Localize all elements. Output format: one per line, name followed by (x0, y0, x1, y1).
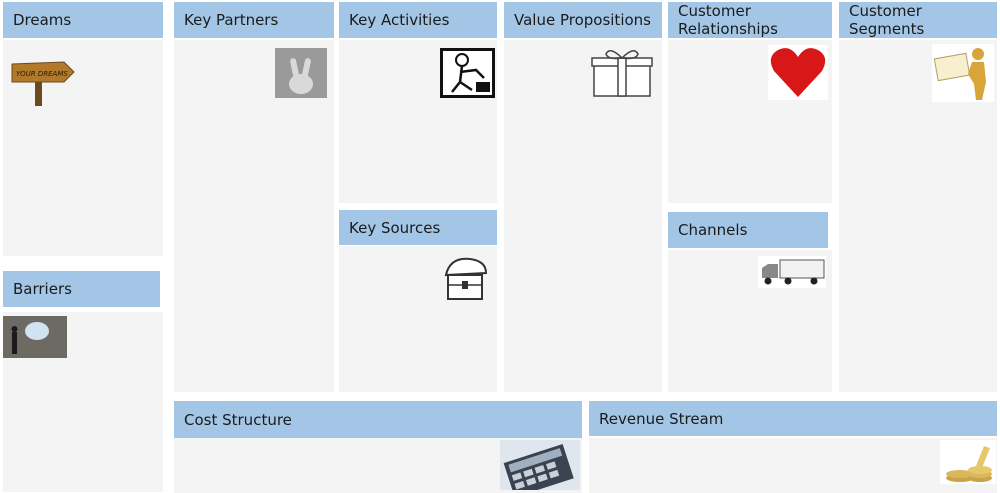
key-partners-label: Key Partners (184, 11, 279, 29)
value-propositions-label: Value Propositions (514, 11, 651, 29)
key-activities-label: Key Activities (349, 11, 450, 29)
key-activities-header: Key Activities (339, 2, 497, 38)
revenue-stream-header: Revenue Stream (589, 401, 997, 436)
signpost-text: YOUR DREAMS (16, 70, 68, 78)
cost-structure-label: Cost Structure (184, 410, 292, 429)
wall-hole-icon (3, 316, 67, 358)
signpost-icon: YOUR DREAMS (10, 54, 76, 106)
cost-structure-header: Cost Structure (174, 401, 582, 438)
customer-relationships-header: Customer Relationships (668, 2, 832, 38)
heart-icon (768, 45, 828, 100)
dreams-label: Dreams (13, 11, 72, 29)
barriers-header: Barriers (3, 271, 160, 307)
calculator-icon (500, 440, 580, 490)
key-partners-panel (174, 40, 334, 392)
value-propositions-panel (504, 40, 662, 392)
gift-box-icon (588, 46, 656, 100)
key-sources-header: Key Sources (339, 210, 497, 245)
worker-icon (440, 48, 495, 98)
dreams-header: Dreams (3, 2, 163, 38)
person-certificate-icon (932, 44, 994, 102)
revenue-stream-panel (589, 438, 997, 493)
money-stack-icon (940, 440, 996, 484)
key-partners-header: Key Partners (174, 2, 334, 38)
customer-segments-header: Customer Segments (839, 2, 997, 38)
customer-segments-label: Customer Segments (849, 2, 925, 38)
channels-header: Channels (668, 212, 828, 248)
key-sources-label: Key Sources (349, 218, 441, 237)
peace-hand-icon (275, 48, 327, 98)
treasure-chest-icon (440, 253, 490, 303)
truck-icon (758, 256, 826, 288)
revenue-stream-label: Revenue Stream (599, 409, 724, 428)
value-propositions-header: Value Propositions (504, 2, 662, 38)
barriers-label: Barriers (13, 280, 72, 298)
channels-label: Channels (678, 221, 748, 239)
customer-relationships-label: Customer Relationships (678, 2, 778, 38)
